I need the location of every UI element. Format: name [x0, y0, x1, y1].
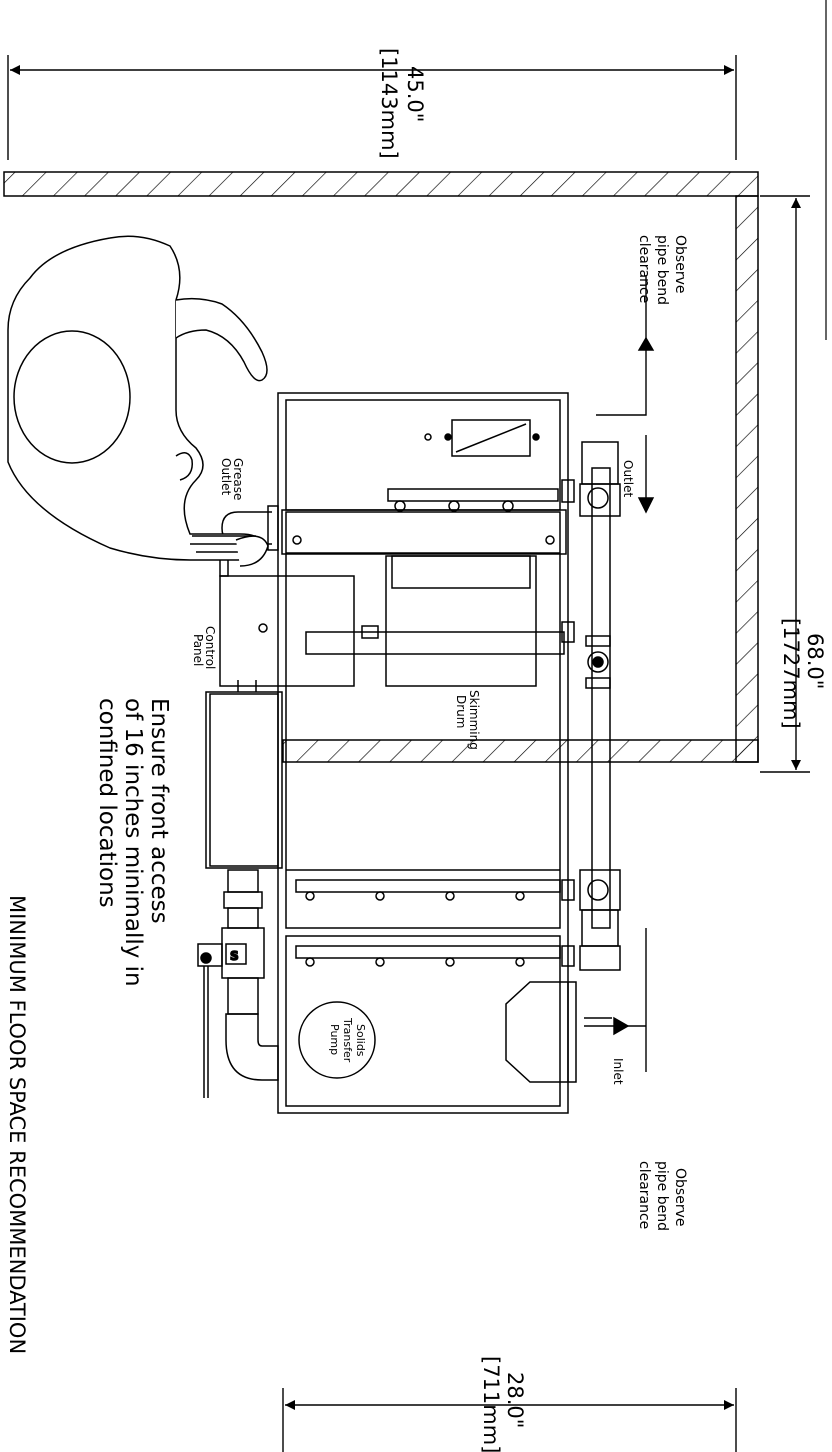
solids-pump: [298, 1001, 376, 1079]
wall-top: [3, 171, 759, 197]
control-panel-box: [219, 575, 355, 687]
wall-right: [735, 195, 759, 763]
label-solids-pump-1: Solids: [354, 1024, 367, 1057]
label-control-panel-1: Control: [203, 626, 217, 669]
label-grease-outlet-1: Grease: [231, 458, 245, 500]
dim-end-mm: [711mm]: [479, 1356, 503, 1452]
note-front-access-3: confined locations: [94, 698, 120, 908]
room-walls: [3, 171, 759, 763]
label-skimming-drum-1: Skimming: [467, 690, 481, 750]
side-housing: [205, 691, 283, 869]
solids-chamber: [285, 935, 561, 1107]
note-pipe-bend-top-3: clearance: [636, 235, 652, 303]
wall-bottom: [282, 739, 759, 763]
dim-width-inches: 45.0": [403, 66, 427, 122]
note-pipe-bend-bottom-3: clearance: [636, 1161, 652, 1229]
svg-text:S: S: [230, 949, 239, 963]
dim-width-mm: [1143mm]: [377, 48, 401, 159]
dimension-length: [760, 195, 810, 773]
dim-end-inches: 28.0": [503, 1372, 527, 1428]
drawing-title: MINIMUM FLOOR SPACE RECOMMENDATION: [5, 895, 29, 1354]
spray-bar-lower-2: [295, 945, 561, 959]
label-outlet: Outlet: [621, 460, 635, 497]
note-front-access-2: of 16 inches minimally in: [120, 698, 146, 987]
operator-figure: [7, 235, 269, 567]
dim-length-inches: 68.0": [803, 633, 827, 689]
spray-bar-lower-1: [295, 879, 561, 893]
skimming-drum: [385, 555, 537, 687]
inlet-hopper: [505, 981, 577, 1083]
note-pipe-bend-top-1: Observe: [672, 235, 688, 293]
label-control-panel-2: Panel: [191, 634, 205, 666]
spray-bar-top: [387, 488, 559, 502]
dim-length-mm: [1727mm]: [779, 618, 803, 729]
label-inlet: Inlet: [611, 1058, 625, 1085]
label-grease-outlet-2: Outlet: [219, 458, 233, 495]
right-pipe: [591, 467, 611, 929]
note-pipe-bend-bottom-2: pipe bend: [654, 1161, 670, 1231]
label-solids-pump-2: Transfer: [341, 1017, 354, 1063]
level-gauge: [451, 419, 531, 457]
label-solids-pump-3: Pump: [328, 1024, 341, 1055]
main-chamber: [285, 511, 561, 929]
outlet-chamber: [285, 399, 561, 511]
unit-body: S: [197, 392, 621, 1114]
dimension-width: [7, 55, 737, 160]
note-pipe-bend-bottom-1: Observe: [672, 1168, 688, 1226]
labels: 45.0" [1143mm] 68.0" [1727mm] 28.0" [711…: [5, 48, 827, 1452]
note-front-access-1: Ensure front access: [146, 698, 172, 924]
dimension-end-clearance: [282, 1388, 737, 1452]
flow-arrows: [584, 275, 655, 1072]
note-pipe-bend-top-2: pipe bend: [654, 235, 670, 305]
label-skimming-drum-2: Drum: [454, 695, 468, 728]
operator-head: [13, 330, 131, 464]
